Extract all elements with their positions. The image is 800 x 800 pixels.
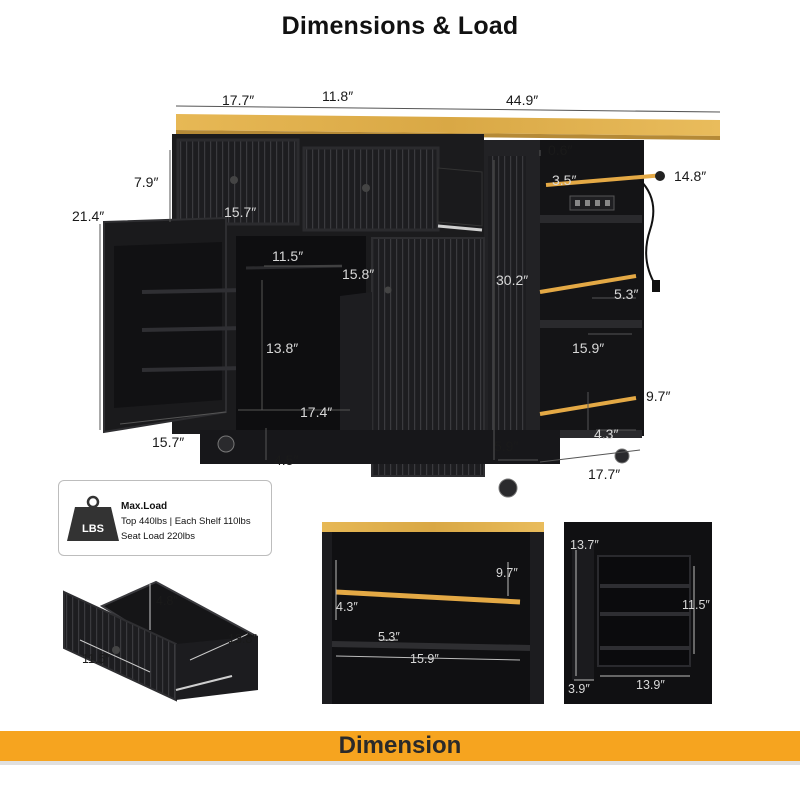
dim-15-7-drawer: 15.7″ (224, 204, 257, 220)
dim-21-4: 21.4″ (72, 208, 105, 224)
dimension-lines (99, 105, 721, 463)
side-dim-4-3: 4.3″ (336, 600, 358, 614)
dim-15-8: 15.8″ (342, 266, 375, 282)
banner-shadow (0, 761, 800, 765)
dim-0-6: 0.6″ (548, 142, 573, 158)
max-load-line2: Seat Load 220lbs (121, 531, 195, 542)
dim-17-7-bottom: 17.7″ (588, 466, 621, 482)
page-title: Dimensions & Load (281, 12, 519, 40)
door-shelf-detail-illustration (564, 522, 712, 704)
dim-3-5: 3.5″ (552, 172, 577, 188)
max-load-title: Max.Load (121, 501, 168, 512)
dim-4-5: 4.5″ (274, 452, 299, 468)
dim-17-4: 17.4″ (300, 404, 333, 420)
side-dim-15-9: 15.9″ (410, 652, 439, 666)
side-dim-5-3: 5.3″ (378, 630, 400, 644)
wood-rail (539, 274, 637, 294)
dim-15-7-bottom: 15.7″ (152, 434, 185, 450)
door-dim-11-5: 11.5″ (682, 598, 710, 612)
dim-5-9: 5.9″ (494, 438, 519, 454)
side-dim-9-7: 9.7″ (496, 566, 518, 580)
dim-15-9: 15.9″ (572, 340, 605, 356)
dimension-banner: Dimension (0, 731, 800, 761)
drawer-detail-illustration (63, 580, 259, 702)
caster-wheel (498, 478, 518, 498)
weight-icon: LBS (67, 495, 119, 541)
door-dim-13-7: 13.7″ (570, 538, 599, 552)
main-cart (103, 114, 720, 498)
dim-14-8: 14.8″ (674, 168, 707, 184)
side-shelf-detail-illustration (322, 522, 544, 704)
weight-icon-label: LBS (82, 523, 104, 535)
towel-bar (545, 173, 665, 187)
dim-30-2: 30.2″ (496, 272, 529, 288)
dim-17-7-top: 17.7″ (222, 92, 255, 108)
dim-11-5: 11.5″ (272, 248, 304, 264)
dim-11-8: 11.8″ (322, 88, 354, 104)
drawer-dim-4-8: 4.8″ (156, 594, 178, 608)
dim-9-7: 9.7″ (646, 388, 671, 404)
dim-13-8: 13.8″ (266, 340, 299, 356)
wood-rail (335, 589, 521, 605)
door-dim-3-9: 3.9″ (568, 682, 590, 696)
caster-wheel (217, 435, 235, 453)
dim-44-9: 44.9″ (506, 92, 539, 108)
right-drawer (302, 146, 440, 232)
door-dim-13-9: 13.9″ (636, 678, 665, 692)
drawer-dim-11-5: 11.5″ (82, 652, 110, 666)
left-drawer (176, 138, 300, 226)
dim-4-3: 4.3″ (594, 426, 619, 442)
dim-7-9: 7.9″ (134, 174, 159, 190)
max-load-line1: Top 440lbs | Each Shelf 110lbs (121, 516, 251, 527)
dim-5-3: 5.3″ (614, 286, 639, 302)
wood-countertop (176, 114, 720, 136)
power-strip (569, 195, 615, 211)
max-load-box: LBS Max.Load Top 440lbs | Each Shelf 110… (58, 480, 272, 556)
drawer-dim-13-8: 13.8″ (228, 632, 257, 646)
